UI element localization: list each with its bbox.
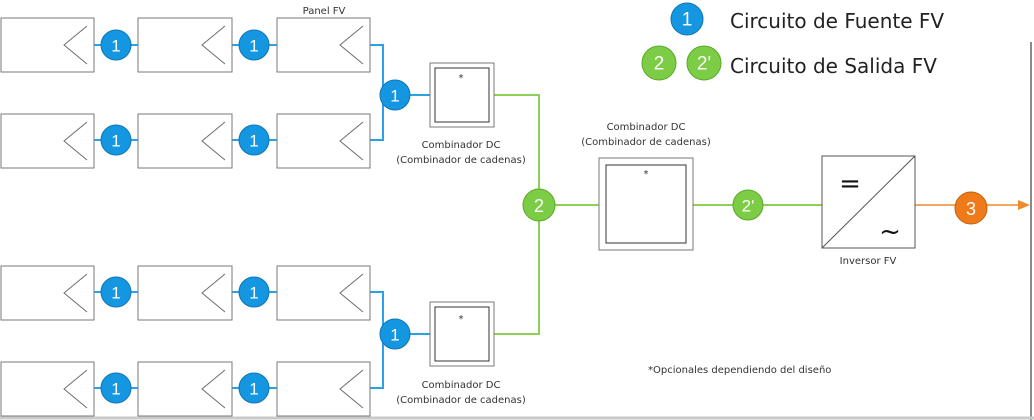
svg-text:2': 2' [697,54,711,75]
node-2-prime: 2' [732,189,764,221]
inverter-label: Inversor FV [840,256,897,267]
combiner-main-label-line1: Combinador DC [607,122,686,133]
output-circuit-nodes: 2 2' [522,188,764,222]
node-1: 1 [100,276,132,308]
svg-text:1: 1 [390,326,399,345]
combiner-bottom-label-line1: Combinador DC [422,380,501,391]
svg-text:2: 2 [654,54,665,75]
pv-panel [276,17,371,73]
combiner-top-mark: * [459,73,464,84]
node-1: 1 [238,372,270,404]
footnote: *Opcionales dependiendo del diseño [648,365,831,376]
node-1: 1 [379,318,411,350]
svg-text:1: 1 [249,37,258,56]
pv-panel [137,361,233,417]
pv-panel [276,265,371,321]
svg-text:1: 1 [111,37,120,56]
pv-panel [137,265,233,321]
svg-text:3: 3 [966,199,976,219]
node-1: 1 [238,124,270,156]
svg-text:2': 2' [742,197,755,216]
output-arrow-icon [1018,200,1030,210]
pv-panel [0,361,95,417]
legend: 1 Circuito de Fuente FV 2 2' Circuito de… [641,2,944,81]
pv-panel [0,265,95,321]
inverter: = ~ [821,155,916,249]
svg-text:1: 1 [111,132,120,151]
legend-output-label: Circuito de Salida FV [730,54,937,78]
svg-text:1: 1 [390,87,399,106]
node-1: 1 [100,124,132,156]
pv-panel [0,17,95,73]
pv-panel [137,113,233,169]
legend-node-2-prime: 2' [686,45,722,81]
node-3: 3 [954,191,988,225]
svg-text:1: 1 [682,10,693,31]
legend-node-2: 2 [641,45,677,81]
svg-text:1: 1 [111,284,120,303]
node-1: 1 [238,29,270,61]
pv-panel [276,113,371,169]
combiner-top-label-line2: (Combinador de cadenas) [396,155,526,166]
node-1: 1 [100,372,132,404]
combiner-top-label-line1: Combinador DC [422,140,501,151]
legend-source-label: Circuito de Fuente FV [730,9,944,33]
node-1: 1 [379,79,411,111]
combiner-box-bottom: * [429,301,495,367]
pv-panel [0,113,95,169]
svg-text:1: 1 [111,380,120,399]
node-1: 1 [238,276,270,308]
combiner-main-mark: * [644,169,649,180]
svg-text:1: 1 [249,132,258,151]
pv-panels [0,17,371,417]
svg-text:1: 1 [249,284,258,303]
combiner-box-main: * [598,157,694,251]
legend-node-1: 1 [670,2,704,36]
node-2: 2 [522,188,556,222]
pv-panel [276,361,371,417]
panel-label: Panel FV [303,6,346,17]
combiner-bottom-mark: * [459,314,464,325]
inverter-ac-symbol: ~ [879,217,901,247]
pv-panel [137,17,233,73]
combiner-box-top: * [429,62,495,128]
combiner-bottom-label-line2: (Combinador de cadenas) [396,395,526,406]
node-1: 1 [100,29,132,61]
svg-text:1: 1 [249,380,258,399]
inverter-dc-symbol: = [839,169,861,199]
source-circuit-nodes: 1 1 1 1 1 1 1 1 [100,29,411,404]
combiner-main-label-line2: (Combinador de cadenas) [581,137,711,148]
svg-text:2: 2 [534,196,544,216]
